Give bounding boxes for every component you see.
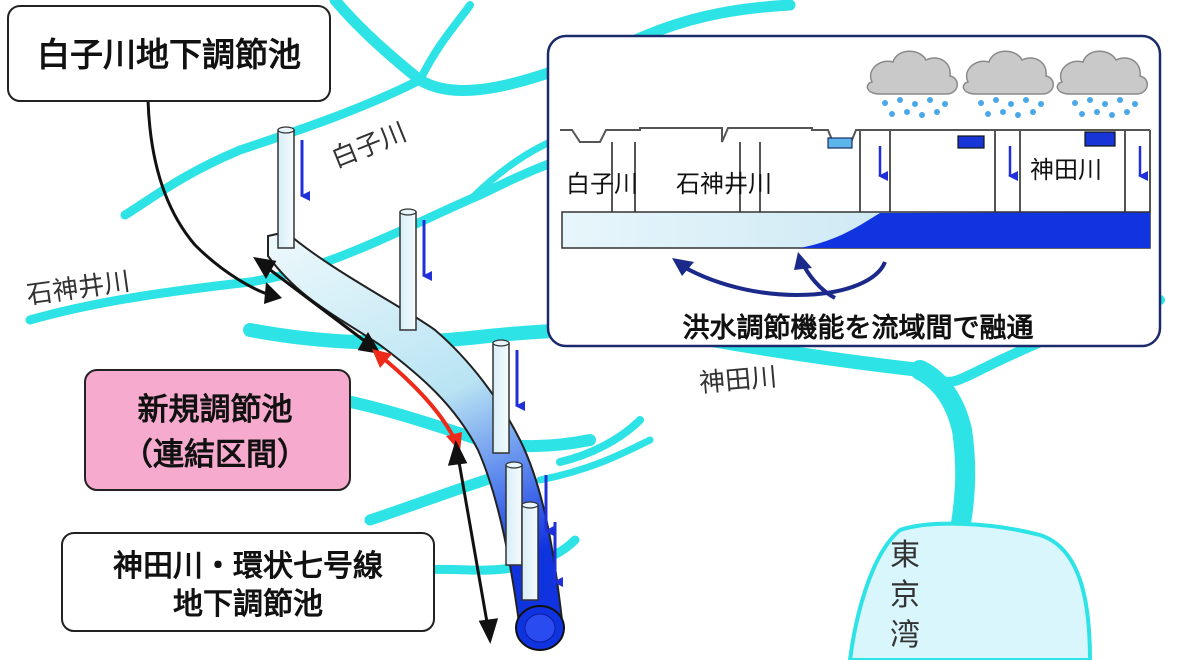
callout-line-shirako <box>146 99 271 297</box>
river-shakujii <box>25 155 565 325</box>
river-shirako <box>329 0 796 96</box>
bay-label-char: 湾 <box>890 618 920 653</box>
inset-label-kanda: 神田川 <box>1030 156 1102 184</box>
river-shirako-tributary <box>416 1 474 84</box>
span-arrow-kanda <box>447 439 499 645</box>
inset-label-shakujii: 石神井川 <box>676 170 772 198</box>
shaft-1 <box>277 126 295 249</box>
tokyo-bay <box>847 521 1093 660</box>
kanda-pond-line2: 地下調節池 <box>173 587 323 622</box>
shirako-pond-text: 白子川地下調節池 <box>37 35 301 74</box>
river-label-shirako: 白子川 <box>327 117 411 174</box>
rain-icon <box>882 97 1138 118</box>
bay-label-char: 東 <box>890 538 920 573</box>
bay-label: 東 京 湾 <box>890 538 920 653</box>
river-south-branch <box>536 436 654 484</box>
shaft-5 <box>521 501 539 601</box>
river-label-kanda: 神田川 <box>698 362 778 399</box>
span-arrow-shirako <box>253 256 381 355</box>
shaft-2 <box>399 208 417 331</box>
shaft-4 <box>505 461 523 566</box>
river-kanda-branch-low <box>556 416 644 466</box>
bay-label-char: 京 <box>890 578 920 613</box>
shafts <box>277 126 539 601</box>
cloud-icon <box>866 50 1148 95</box>
inset-caption: 洪水調節機能を流域間で融通 <box>683 312 1034 344</box>
label-new-pond: 新規調節池 （連結区間） <box>84 369 351 491</box>
transfer-arrow <box>681 261 887 297</box>
shaft-3 <box>492 339 510 454</box>
inset-label-shirako: 白子川 <box>566 170 638 198</box>
kanda-pond-line1: 神田川・環状七号線 <box>113 549 383 584</box>
inflow-arrows <box>300 140 563 587</box>
river-main-to-bay <box>910 360 976 550</box>
label-shirako-pond: 白子川地下調節池 <box>7 5 331 102</box>
inset-panel: 白子川 石神井川 神田川 洪水調節機能を流域間で融通 <box>546 34 1162 348</box>
new-pond-line1: 新規調節池 <box>138 392 293 428</box>
new-pond-line2: （連結区間） <box>122 437 308 473</box>
label-kanda-pond: 神田川・環状七号線 地下調節池 <box>61 532 435 632</box>
river-shirako-lower <box>120 75 425 220</box>
